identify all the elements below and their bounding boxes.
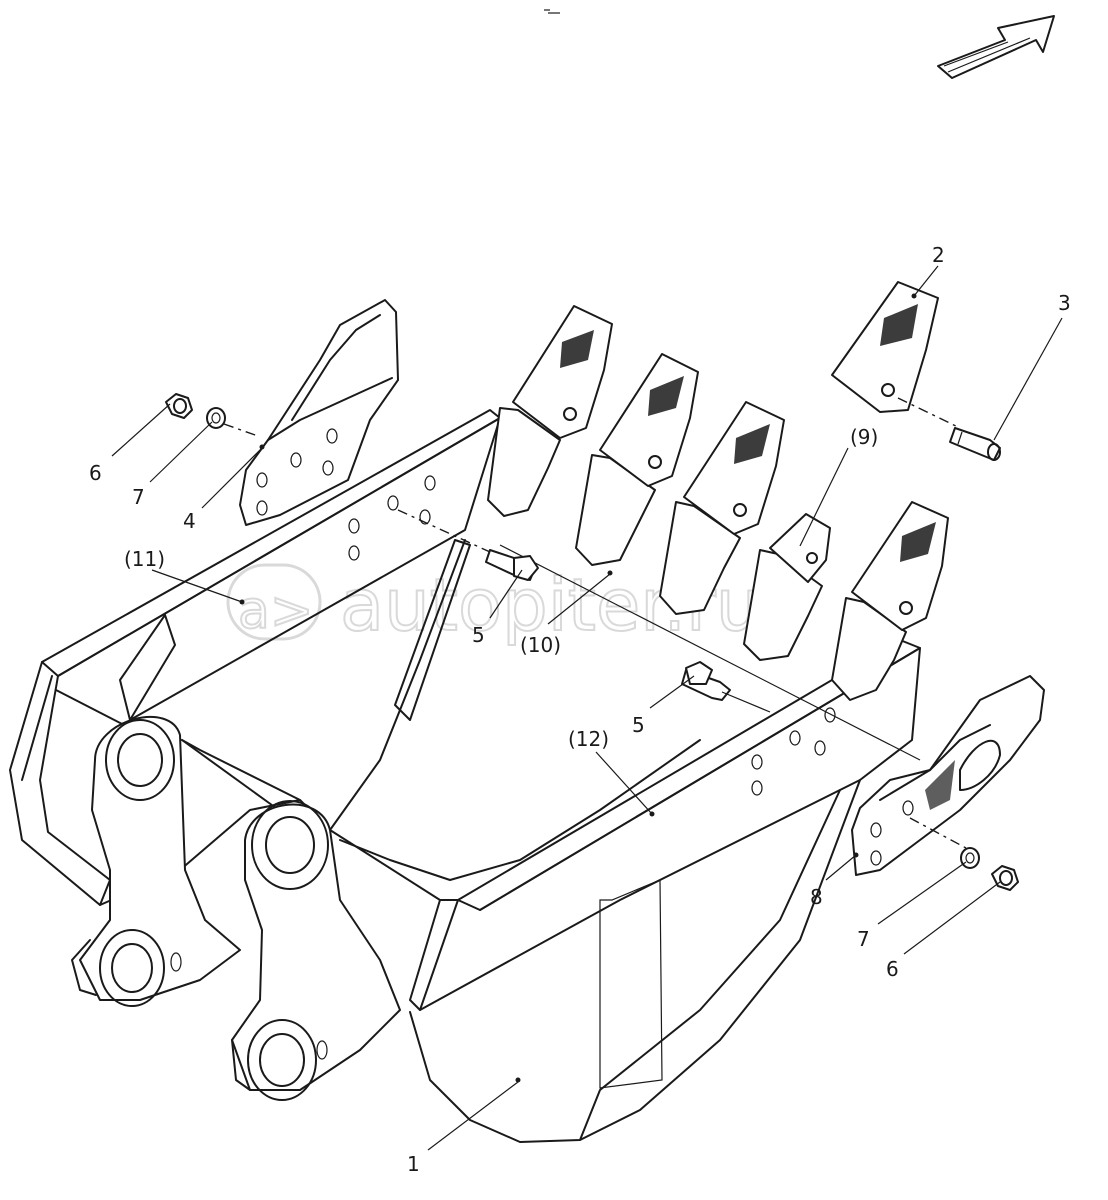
callout-3: 3 — [1058, 291, 1071, 315]
tooth-4-adapter — [743, 513, 831, 661]
callout-5b: 5 — [632, 713, 645, 737]
tooth-3 — [659, 401, 785, 615]
spare-tooth — [831, 281, 961, 429]
callout-2: 2 — [932, 243, 945, 267]
top-marks — [544, 9, 560, 14]
callout-12: (12) — [568, 727, 609, 751]
tooth-row — [487, 305, 949, 761]
nut-right — [991, 865, 1019, 891]
arrow-icon — [937, 15, 1055, 79]
callout-labels: 1 2 3 4 5 5 6 6 7 7 8 (9) (10) (11) (12) — [89, 243, 1071, 1176]
tooth-1 — [487, 305, 613, 517]
watermark-logo: a> — [238, 581, 313, 641]
leader-lines — [111, 265, 1063, 1151]
callout-7a: 7 — [132, 485, 145, 509]
left-link-bracket — [71, 716, 241, 1007]
callout-10: (10) — [520, 633, 561, 657]
callout-4: 4 — [183, 509, 196, 533]
callout-5a: 5 — [472, 623, 485, 647]
tooth-2 — [575, 353, 699, 566]
nut-left — [165, 393, 193, 419]
callout-8: 8 — [810, 885, 823, 909]
callout-9: (9) — [850, 425, 878, 449]
callout-1: 1 — [407, 1152, 420, 1176]
tooth-5 — [831, 501, 949, 701]
washer-right — [960, 847, 980, 869]
callout-11: (11) — [124, 547, 165, 571]
right-link-bracket — [231, 800, 401, 1101]
callout-6a: 6 — [89, 461, 102, 485]
bolt-lower — [681, 661, 771, 713]
left-side-cutter — [223, 299, 399, 526]
right-side-cutter — [851, 675, 1045, 876]
tooth-pin — [949, 427, 1001, 461]
callout-6b: 6 — [886, 957, 899, 981]
callout-7b: 7 — [857, 927, 870, 951]
